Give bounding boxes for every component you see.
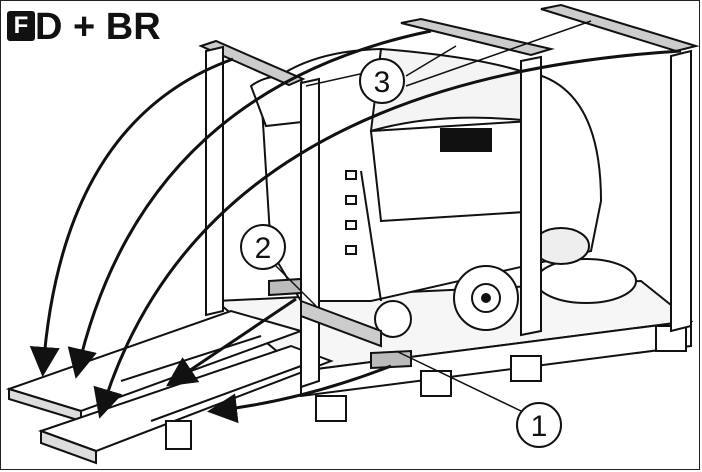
brand-label: KÄRCHER [445, 136, 491, 146]
movement-arrows [29, 29, 682, 424]
callout-2-number: 2 [255, 232, 272, 265]
callout-3: 3 [359, 58, 405, 104]
figure-letter-badge: F [7, 11, 35, 41]
ramp-planks [5, 309, 334, 465]
scrubber-machine: KÄRCHER [249, 47, 637, 338]
callout-1-number: 1 [531, 410, 548, 443]
pallet [213, 279, 694, 422]
crate-frame [198, 3, 700, 389]
figure-title: D + BR [35, 6, 161, 48]
callout-3-number: 3 [374, 66, 391, 99]
callout-1: 1 [516, 402, 562, 448]
callout-2: 2 [240, 224, 286, 270]
